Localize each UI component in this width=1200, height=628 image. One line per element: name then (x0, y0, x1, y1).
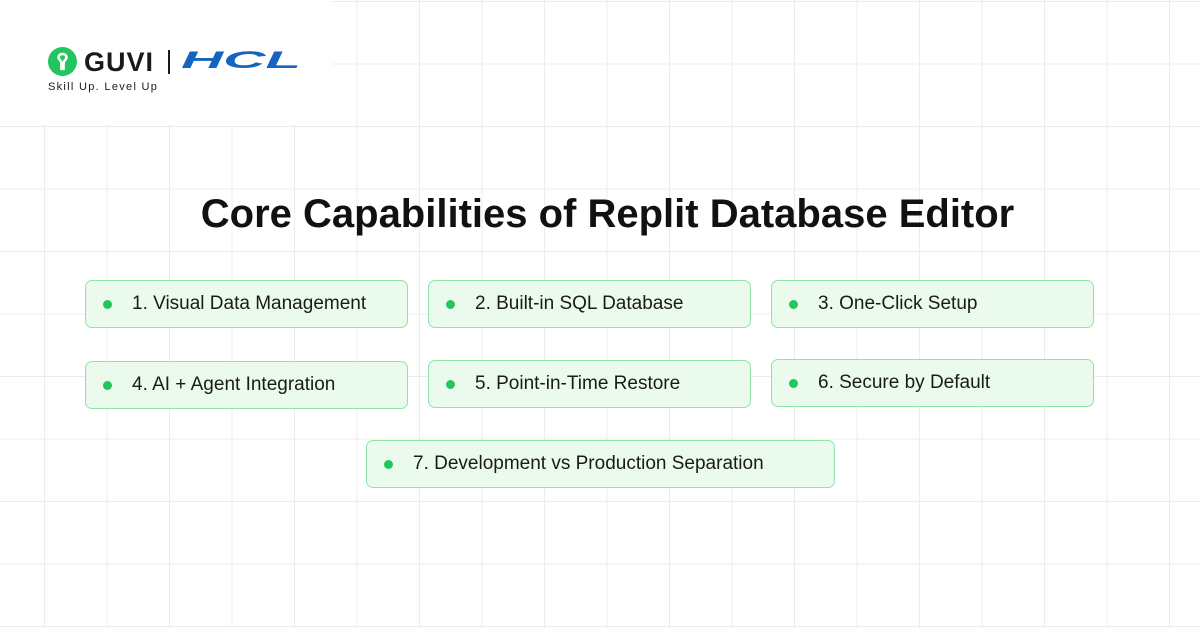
logo-divider (168, 50, 170, 74)
bullet-dot-icon (446, 379, 455, 389)
bullet-dot-icon (789, 378, 798, 388)
page-title: Core Capabilities of Replit Database Edi… (200, 192, 1015, 236)
hcl-logo: HCL (181, 49, 301, 71)
capability-card-one-click-setup: 3. One-Click Setup (771, 280, 1094, 328)
guvi-wordmark: GUVI (84, 47, 155, 77)
bullet-dot-icon (446, 299, 455, 309)
logo-header: GUVI HCL Skill Up. Level Up (0, 0, 332, 124)
capability-card-visual-data-management: 1. Visual Data Management (85, 280, 408, 328)
capability-label: 4. AI + Agent Integration (132, 374, 336, 395)
capability-label: 1. Visual Data Management (132, 293, 367, 314)
bullet-dot-icon (103, 299, 112, 309)
bullet-dot-icon (789, 299, 798, 309)
bullet-dot-icon (384, 459, 393, 469)
capability-label: 5. Point-in-Time Restore (475, 373, 681, 394)
capability-label: 2. Built-in SQL Database (475, 293, 684, 314)
capability-card-dev-vs-prod-separation: 7. Development vs Production Separation (366, 440, 835, 488)
capability-label: 6. Secure by Default (818, 372, 991, 393)
capability-card-point-in-time-restore: 5. Point-in-Time Restore (428, 360, 751, 408)
capability-card-ai-agent-integration: 4. AI + Agent Integration (85, 361, 408, 409)
capability-card-built-in-sql-database: 2. Built-in SQL Database (428, 280, 751, 328)
capability-card-secure-by-default: 6. Secure by Default (771, 359, 1094, 407)
capability-label: 3. One-Click Setup (818, 293, 978, 314)
hcl-wordmark: HCL (181, 49, 301, 71)
bullet-dot-icon (103, 380, 112, 390)
brand-tagline: Skill Up. Level Up (48, 81, 159, 93)
capability-label: 7. Development vs Production Separation (413, 453, 764, 474)
guvi-logo-icon (48, 47, 77, 76)
